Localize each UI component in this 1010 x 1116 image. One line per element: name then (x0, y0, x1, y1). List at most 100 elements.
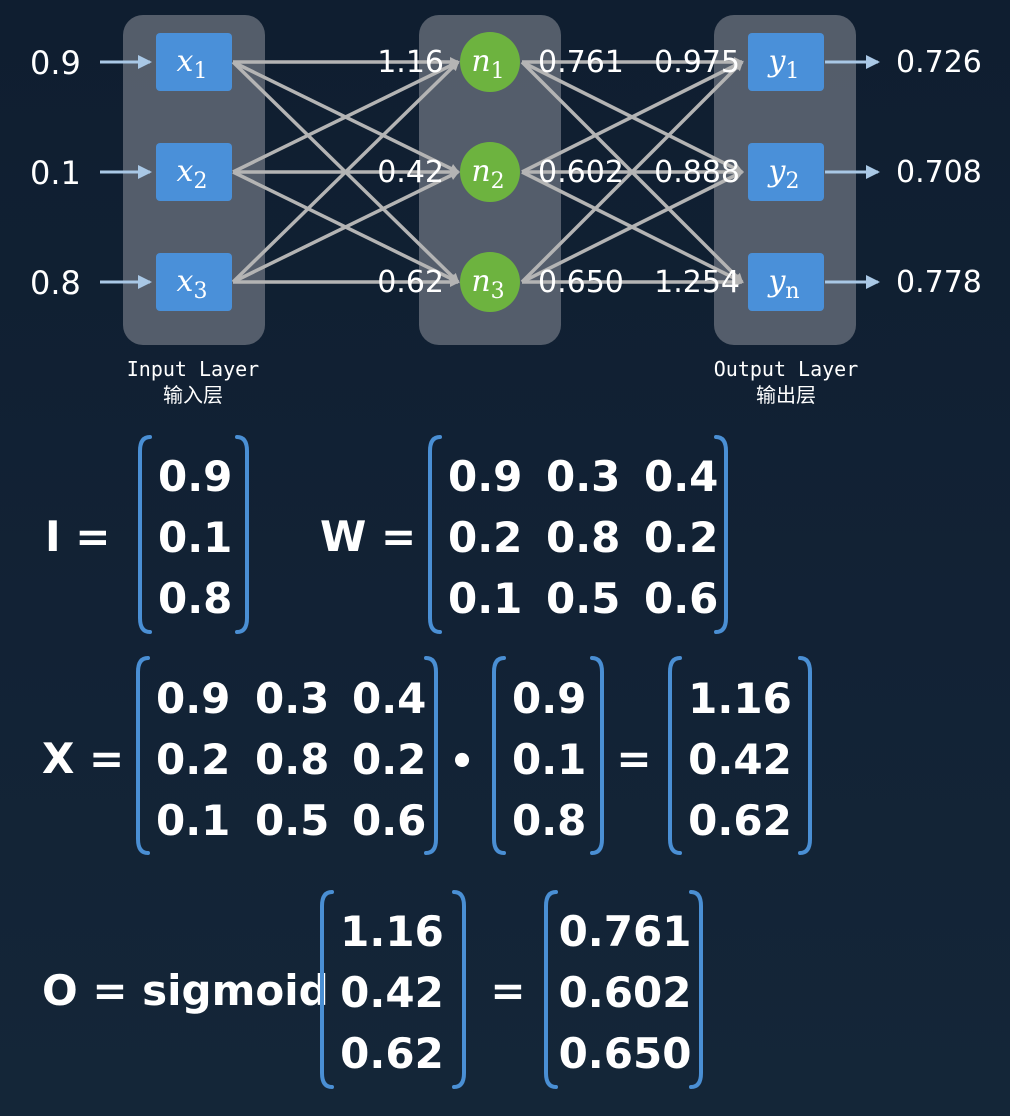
output-node (748, 143, 824, 201)
output-node-label: yn (766, 264, 799, 304)
vector-cell: 0.8 (512, 796, 586, 845)
input-value: 0.9 (30, 44, 81, 82)
matrix-bracket-right (235, 435, 249, 634)
edge-hidden-output (520, 60, 744, 284)
vector-cell: 1.16 (340, 907, 444, 956)
output-layer-label-en: Output Layer (713, 357, 859, 381)
hidden-output-value: 0.602 (538, 155, 624, 190)
input-node-label: x1 (177, 44, 208, 84)
equation-x-label: X = (42, 734, 124, 783)
vector-cell: 0.8 (158, 574, 232, 623)
vector-cell: 0.1 (512, 735, 586, 784)
matrix-cell: 0.4 (644, 452, 718, 501)
output-layer-caption: Output Layer 输出层 (686, 356, 886, 408)
result-cell: 0.602 (559, 968, 692, 1017)
neural-network-diagram: x1 n1 y1 x2 n2 y2 x3 n3 yn 0.9 1.16 0.761 0.975 0.72… (30, 15, 982, 345)
matrix-cell: 0.2 (156, 735, 230, 784)
output-node-label: y2 (767, 154, 800, 194)
hidden-input-value: 0.42 (377, 155, 444, 190)
hidden-node-label: n3 (471, 264, 504, 304)
matrix-cell: 0.3 (546, 452, 620, 501)
vector-cell: 0.9 (512, 674, 586, 723)
vector-cell: 0.62 (340, 1029, 444, 1078)
matrix-cell: 0.5 (255, 796, 329, 845)
result-cell: 0.42 (688, 735, 792, 784)
output-input-value: 1.254 (654, 265, 740, 300)
edge-hidden-output (521, 60, 744, 174)
equals-sign: = (616, 734, 651, 783)
equation-i-label: I = (45, 512, 110, 561)
vector-cell: 0.9 (158, 452, 232, 501)
output-node (748, 253, 824, 311)
input-node (156, 253, 232, 311)
matrix-cell: 0.6 (352, 796, 426, 845)
hidden-node-label: n2 (471, 154, 504, 194)
matrix-cell: 0.8 (255, 735, 329, 784)
equation-w-label: W = (320, 512, 416, 561)
output-node (748, 33, 824, 91)
matrix-bracket-left (668, 656, 682, 855)
matrix-cell: 0.9 (156, 674, 230, 723)
equation-o-label: O = sigmoid (42, 966, 329, 1015)
vector-cell: 0.1 (158, 513, 232, 562)
input-layer-caption: Input Layer 输入层 (95, 356, 291, 408)
matrix-bracket-left (492, 656, 506, 855)
input-layer-label-en: Input Layer (126, 357, 260, 381)
matrix-bracket-right (452, 890, 466, 1089)
matrix-cell: 0.2 (644, 513, 718, 562)
hidden-node (460, 252, 520, 312)
input-node-label: x2 (177, 154, 208, 194)
dot-operator: • (449, 739, 475, 785)
matrix-cell: 0.8 (546, 513, 620, 562)
matrix-cell: 0.1 (156, 796, 230, 845)
matrix-cell: 0.2 (448, 513, 522, 562)
matrix-bracket-right (590, 656, 604, 855)
result-cell: 0.761 (559, 907, 692, 956)
result-cell: 1.16 (688, 674, 792, 723)
hidden-input-value: 0.62 (377, 265, 444, 300)
hidden-node (460, 32, 520, 92)
input-value: 0.1 (30, 154, 81, 192)
output-value: 0.708 (896, 155, 982, 190)
input-value: 0.8 (30, 264, 81, 302)
edge-input-hidden (232, 170, 460, 284)
edge-input-hidden (231, 60, 460, 284)
equals-sign: = (490, 966, 525, 1015)
output-input-value: 0.975 (654, 45, 740, 80)
matrix-cell: 0.5 (546, 574, 620, 623)
output-input-value: 0.888 (654, 155, 740, 190)
matrix-cell: 0.9 (448, 452, 522, 501)
input-node (156, 143, 232, 201)
input-layer-label-zh: 输入层 (163, 383, 223, 407)
result-cell: 0.650 (559, 1029, 692, 1078)
matrix-bracket-left (138, 435, 152, 634)
edge-input-hidden (232, 60, 460, 174)
matrix-cell: 0.6 (644, 574, 718, 623)
matrix-bracket-right (714, 435, 728, 634)
matrix-cell: 0.1 (448, 574, 522, 623)
hidden-output-value: 0.650 (538, 265, 624, 300)
output-value: 0.726 (896, 45, 982, 80)
matrix-cell: 0.2 (352, 735, 426, 784)
edge-hidden-output (521, 170, 744, 284)
matrix-bracket-right (424, 656, 438, 855)
output-value: 0.778 (896, 265, 982, 300)
result-cell: 0.62 (688, 796, 792, 845)
vector-cell: 0.42 (340, 968, 444, 1017)
output-layer-label-zh: 输出层 (756, 383, 816, 407)
matrix-cell: 0.3 (255, 674, 329, 723)
input-node (156, 33, 232, 91)
matrix-bracket-left (428, 435, 442, 634)
hidden-node (460, 142, 520, 202)
hidden-node-label: n1 (471, 44, 504, 84)
hidden-input-value: 1.16 (377, 45, 444, 80)
output-node-label: y1 (767, 44, 800, 84)
matrix-bracket-left (136, 656, 150, 855)
matrix-cell: 0.4 (352, 674, 426, 723)
matrix-bracket-left (320, 890, 334, 1089)
input-node-label: x3 (177, 264, 208, 304)
hidden-output-value: 0.761 (538, 45, 624, 80)
matrix-bracket-right (689, 890, 703, 1089)
matrix-bracket-left (544, 890, 558, 1089)
